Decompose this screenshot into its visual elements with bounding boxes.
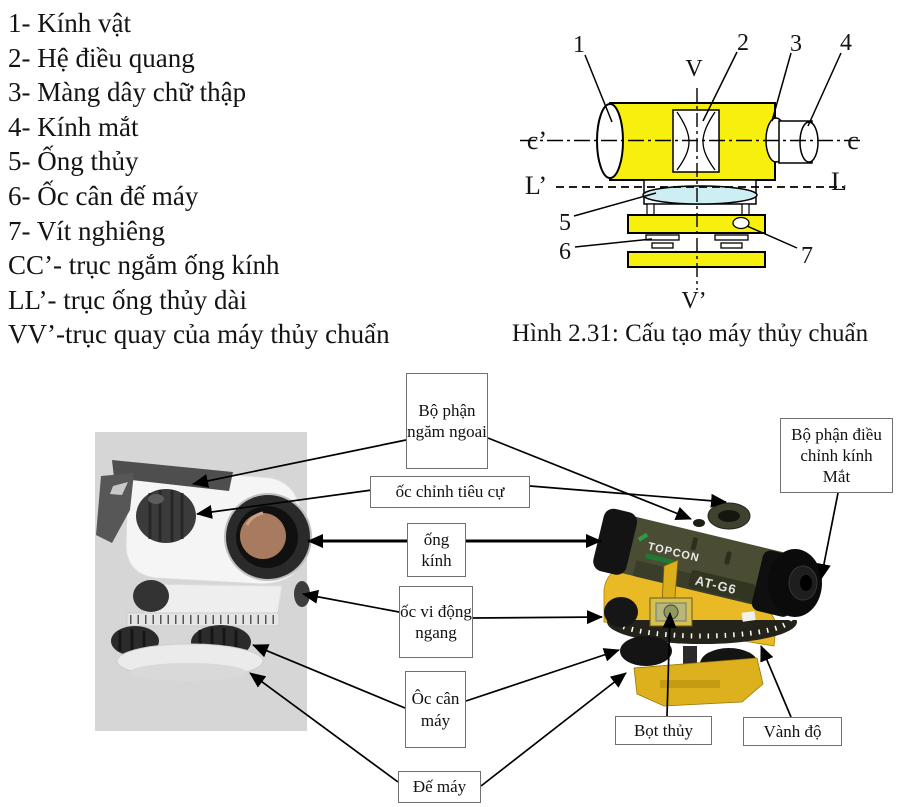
bubble-level-5	[642, 185, 758, 205]
base-slot	[660, 680, 720, 688]
arrow-eyepiece	[817, 492, 839, 580]
arrow-sight-right	[487, 437, 692, 520]
schematic-labels: 1 2 3 4 V c’ c L’ L 5 6 7 V’	[525, 30, 859, 310]
photos-and-arrows: TOPCON AT-G6	[95, 432, 839, 787]
list-item-3: 3- Màng dây chữ thập	[8, 77, 247, 108]
list-item-vv: VV’-trục quay của máy thủy chuẩn	[8, 319, 390, 350]
callout-bubble: Bọt thủy	[615, 716, 712, 745]
focus-knob	[136, 489, 196, 543]
brand-logo-icon	[637, 532, 649, 542]
callout-horizontal-fine-motion: ốc vi động ngang	[399, 586, 473, 658]
label-3: 3	[790, 31, 802, 57]
white-level-photo	[95, 432, 312, 731]
arrow-base-left	[249, 672, 399, 783]
tilt-screw-7	[732, 216, 750, 230]
label-l: L	[831, 167, 847, 196]
label-1: 1	[573, 32, 585, 58]
arrow-leveling-right	[465, 648, 620, 702]
label-v-prime: V’	[681, 288, 706, 310]
callout-arrows	[192, 437, 839, 787]
topcon-eyepiece	[768, 549, 822, 617]
callout-telescope: ống kính	[407, 523, 466, 577]
eyepiece-4	[778, 120, 819, 164]
base-shadow	[130, 663, 246, 681]
arrow-focus-left	[196, 489, 373, 519]
label-2: 2	[737, 30, 749, 56]
focus-port	[693, 519, 705, 527]
label-6: 6	[559, 239, 571, 265]
arrow-finemotion-left	[302, 589, 400, 613]
arrow-focus-right	[529, 485, 727, 508]
circle-tag	[741, 611, 756, 622]
label-c-prime: c’	[527, 126, 547, 155]
label-7: 7	[801, 243, 813, 269]
list-item-2: 2- Hệ điều quang	[8, 42, 195, 73]
label-5: 5	[559, 210, 571, 236]
arrow-finemotion-right	[472, 610, 603, 625]
list-item-cc: CC’- trục ngắm ống kính	[8, 250, 280, 281]
list-item-ll: LL’- trục ống thủy dài	[8, 284, 247, 315]
leader-lines	[573, 51, 842, 249]
topcon-level-photo: TOPCON AT-G6	[593, 502, 822, 707]
callout-leveling-screws: Ôc cân máy	[405, 671, 466, 748]
figure-caption: Hình 2.31: Cấu tạo máy thủy chuẩn	[511, 320, 869, 347]
callout-sight: Bộ phận ngăm ngoai	[406, 373, 488, 469]
label-c: c	[847, 126, 859, 155]
arrow-base-right	[480, 672, 627, 787]
callout-eyepiece-adjust: Bộ phận điều chỉnh kính Mắt	[780, 418, 893, 493]
graduated-band	[126, 612, 280, 627]
parts-list: 1- Kính vật 2- Hệ điều quang 3- Màng dây…	[8, 6, 468, 352]
topcon-side-knob	[604, 597, 638, 627]
arrow-leveling-left	[252, 644, 406, 709]
objective-lens	[224, 493, 312, 581]
left-side-knob	[133, 580, 169, 612]
list-item-4: 4- Kính mắt	[8, 111, 139, 142]
list-item-5: 5- Ống thủy	[8, 146, 139, 177]
arrow-circle	[760, 645, 792, 718]
level-schematic: 1 2 3 4 V c’ c L’ L 5 6 7 V’	[520, 30, 860, 310]
callout-base-plate: Đế máy	[398, 771, 481, 803]
leveling-screws-6	[645, 234, 749, 249]
callout-focus-knob: ốc chỉnh tiêu cự	[370, 476, 530, 508]
callout-graduated-circle: Vành độ	[743, 717, 842, 746]
photo-section: TOPCON AT-G6	[0, 370, 900, 807]
list-item-6: 6- Ốc cân đế máy	[8, 180, 199, 211]
bubble-window	[649, 597, 693, 627]
list-item-7: 7- Vít nghiêng	[8, 215, 165, 246]
arrow-sight-left	[192, 439, 407, 488]
peep-sight-hole	[718, 510, 740, 522]
label-l-prime: L’	[525, 171, 547, 200]
arrow-bubble	[662, 612, 677, 717]
label-v: V	[685, 56, 703, 82]
label-4: 4	[840, 30, 852, 56]
list-item-1: 1- Kính vật	[8, 8, 131, 38]
